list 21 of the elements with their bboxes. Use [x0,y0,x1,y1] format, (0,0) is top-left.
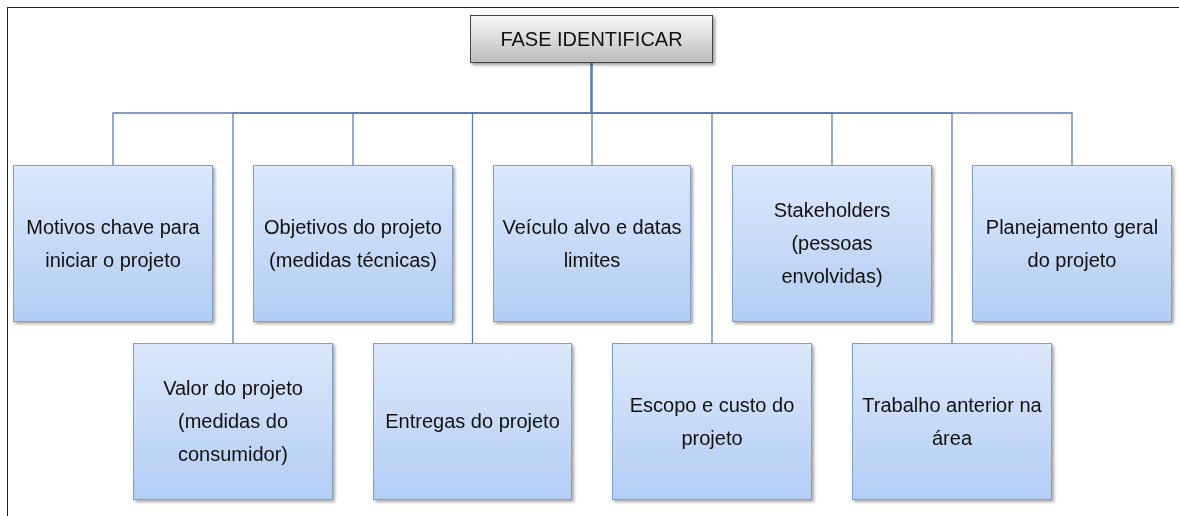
topic-box [493,165,691,322]
topic-text: Stakeholders (pessoas envolvidas) [772,198,892,289]
topic-text: Planejamento geral do projeto [984,214,1160,273]
topic-text: Entregas do projeto [385,409,560,434]
topic-box [972,165,1172,322]
topic-text: Escopo e custo do projeto [628,392,796,451]
topic-text: Valor do projeto (medidas do consumidor) [162,376,304,467]
topic-box [13,165,213,322]
phase-box [470,15,713,63]
topic-box [732,165,932,322]
topic-box [373,343,572,500]
connector-line [590,62,1073,166]
topic-box [852,343,1052,500]
topic-box [612,343,812,500]
topic-box [253,165,453,322]
topic-text: Trabalho anterior na área [861,392,1043,451]
topic-text: Motivos chave para iniciar o projeto [25,214,201,273]
topic-text: Objetivos do projeto (medidas técnicas) [263,214,443,273]
topic-box [133,343,333,500]
phase-title: FASE IDENTIFICAR [500,27,683,51]
topic-text: Veículo alvo e datas limites [502,214,682,273]
